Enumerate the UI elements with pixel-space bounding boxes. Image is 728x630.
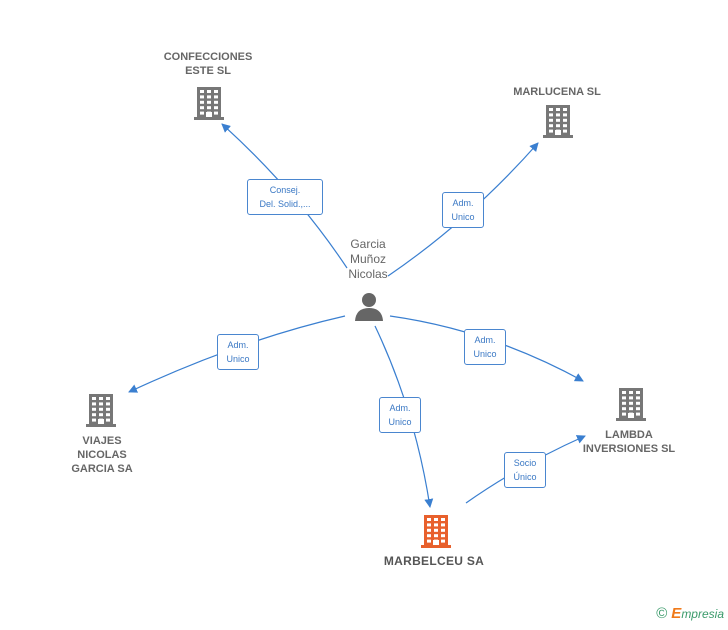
edge-label-marlucena: Adm. Unico [442, 192, 484, 228]
building-icon-lambda[interactable] [616, 388, 646, 421]
company-label-confecciones[interactable]: CONFECCIONES ESTE SL [163, 51, 253, 77]
edge-label-lambda: Adm. Unico [464, 329, 506, 365]
edge-label-marbelceu: Adm. Unico [379, 397, 421, 433]
company-label-marlucena[interactable]: MARLUCENA SL [513, 86, 601, 98]
copyright-icon: © [656, 605, 668, 622]
person-icon[interactable] [355, 293, 383, 321]
building-icon-marlucena[interactable] [543, 105, 573, 138]
person-label[interactable]: Garcia Muñoz Nicolas [348, 237, 388, 281]
company-label-marbelceu[interactable]: MARBELCEU SA [383, 554, 485, 568]
building-icon-confecciones[interactable] [194, 87, 224, 120]
company-label-viajes[interactable]: VIAJES NICOLAS GARCIA SA [71, 435, 133, 475]
company-label-lambda[interactable]: LAMBDA INVERSIONES SL [582, 429, 676, 455]
building-icon-marbelceu[interactable] [421, 515, 451, 548]
edge-label-socio: Socio Único [504, 452, 546, 488]
building-icon-viajes[interactable] [86, 394, 116, 427]
edge-label-viajes: Adm. Unico [217, 334, 259, 370]
edge-label-confecciones: Consej. Del. Solid.,... [247, 179, 323, 215]
brand-logo: ©Empresia [656, 605, 724, 622]
